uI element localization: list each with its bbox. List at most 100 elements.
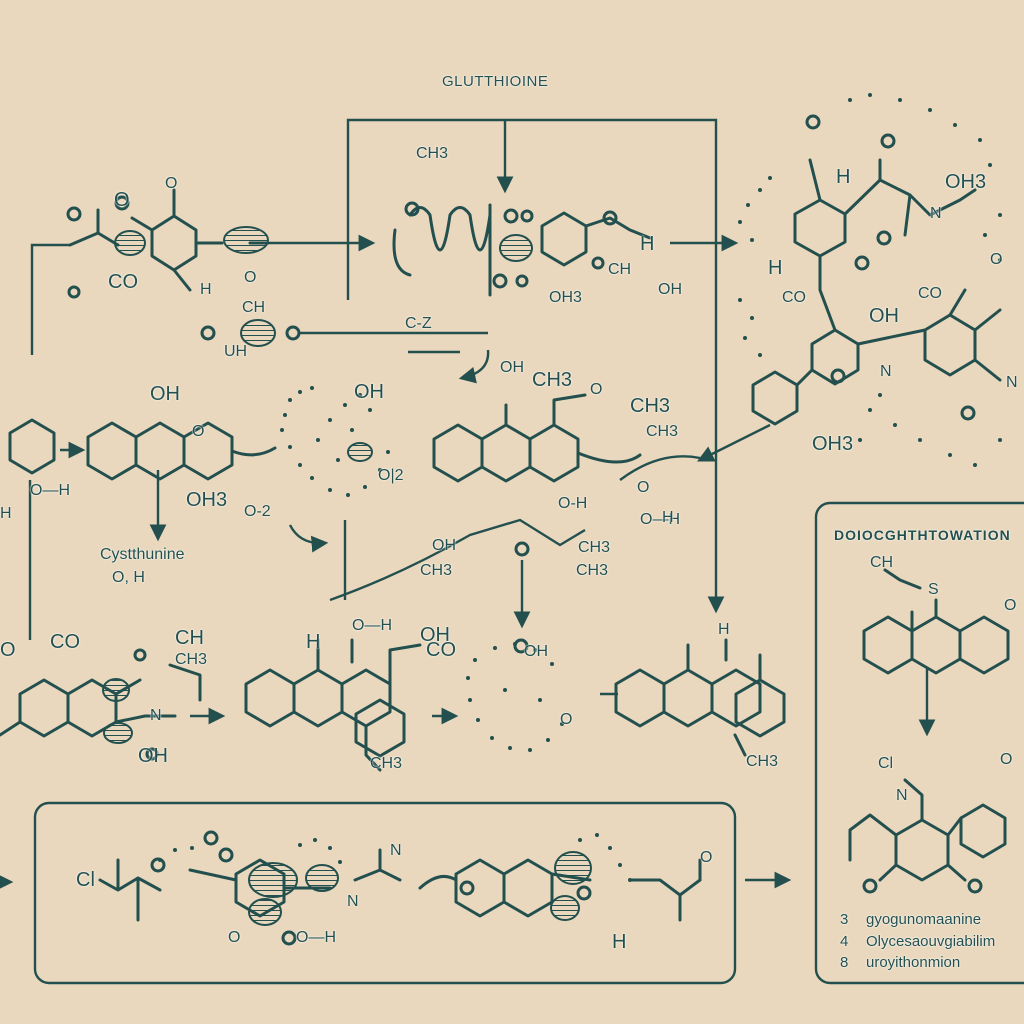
dots-r3: [466, 642, 564, 752]
ring-row2-b: [134, 421, 186, 481]
diag-arrow: [696, 423, 771, 462]
atom-label: H: [836, 166, 851, 188]
ring-left-small: [8, 418, 56, 475]
atom-label: CH3: [646, 423, 679, 440]
atom-label: O|2: [378, 467, 404, 484]
atom-label: OH: [150, 383, 180, 405]
atom-label: S: [928, 581, 939, 598]
blob-7: [248, 862, 298, 898]
atom-label: CO: [426, 639, 456, 661]
ring-r3-g: [614, 668, 666, 728]
atom-label: H: [0, 505, 12, 522]
ring-group: [0, 158, 1010, 922]
top-frame-line: [346, 118, 725, 614]
chain-r3-c: [686, 638, 762, 757]
chain-r3-b: [316, 638, 422, 772]
atom-label: H: [662, 509, 674, 526]
atom-label: N: [880, 363, 892, 380]
atom-label: OH: [432, 537, 456, 554]
atom-label: O-2: [244, 503, 271, 520]
atom-label: H: [612, 931, 627, 953]
atom-label: Cl: [878, 755, 894, 772]
atom-label: O: [165, 175, 178, 192]
atom-label: OH: [658, 281, 682, 298]
atom-label: O: [244, 269, 257, 286]
ring-mid-top: [540, 211, 588, 267]
legend-text: uroyithonmion: [866, 954, 961, 971]
blob-11: [550, 895, 580, 921]
blob-8: [248, 898, 282, 926]
ring-rt-b: [751, 370, 799, 426]
atom-label: O: [637, 479, 650, 496]
ring-s-c: [958, 615, 1010, 675]
atom-label: OH3: [945, 171, 987, 193]
curve-mid-b: [619, 455, 701, 481]
ring-r3-e: [340, 668, 392, 728]
ring-mid-c: [528, 423, 580, 483]
atom-label: CH3: [416, 145, 449, 162]
atom-label: O: [1000, 751, 1013, 768]
bottom-box: [33, 801, 737, 985]
diagram-title: GLUTTHIOINE: [442, 73, 549, 90]
blob-2: [223, 226, 269, 254]
atom-label: O—H: [352, 617, 392, 634]
atom-label: OH: [524, 643, 548, 660]
side-box: [814, 501, 1024, 985]
atom-label: CH: [175, 627, 204, 649]
blob-10: [554, 851, 592, 885]
ring-mid-a: [432, 423, 484, 483]
atom-label: CO: [108, 271, 138, 293]
atom-label: OH: [354, 381, 384, 403]
dot-clusters: [158, 93, 1002, 882]
atom-label: CO: [782, 289, 806, 306]
blob-5: [102, 678, 130, 702]
ring-rt-a: [793, 198, 847, 258]
atom-label: O—H: [30, 482, 70, 499]
striped-blobs: [102, 226, 592, 926]
atom-label: CH: [608, 261, 632, 278]
ring-r3-a: [18, 678, 70, 738]
blob-12: [347, 442, 373, 462]
atom-label: O: [700, 849, 713, 866]
ring-b-c: [454, 858, 506, 918]
legend-number: 4: [840, 933, 849, 950]
atom-label: N: [150, 707, 162, 724]
ring-row2-a: [86, 421, 138, 481]
ring-rt-c: [810, 328, 860, 386]
legend-text: gyogunomaanine: [866, 911, 982, 928]
ring-s-a: [862, 615, 914, 675]
atom-label: CH3: [420, 562, 453, 579]
ring-s-d: [894, 818, 950, 882]
atom-label: H: [200, 281, 212, 298]
atom-label: O-H: [558, 495, 588, 512]
ring-tl: [150, 214, 198, 272]
atom-label: CH: [242, 299, 266, 316]
atom-label: Cl: [76, 869, 95, 891]
atom-label: H: [768, 257, 783, 279]
oxygen-rings: [66, 114, 983, 946]
atom-label: CO: [918, 285, 942, 302]
atom-label: H: [640, 233, 655, 255]
atom-label: CH3: [578, 539, 611, 556]
chain-s-a: [883, 568, 938, 633]
dots-mid-left: [280, 386, 390, 497]
legend-number: 8: [840, 954, 849, 971]
blob-9: [305, 864, 339, 892]
ring-r3-h: [662, 668, 714, 728]
dots-rt: [738, 93, 1002, 467]
chain-s-b: [848, 778, 967, 882]
atom-label: O: [114, 189, 130, 211]
atom-label: CH3: [630, 395, 671, 417]
atom-label: O: [590, 381, 603, 398]
atom-label: O: [1004, 597, 1017, 614]
curve-arrow-b: [288, 524, 329, 553]
blob-1: [114, 230, 146, 256]
legend-text: Olycesaouvgiabilim: [866, 933, 996, 950]
atom-label: N: [347, 893, 359, 910]
atom-label: CH3: [532, 369, 573, 391]
blob-4: [499, 234, 533, 262]
bracket-mid: [329, 518, 586, 602]
atom-label: O: [0, 639, 16, 661]
